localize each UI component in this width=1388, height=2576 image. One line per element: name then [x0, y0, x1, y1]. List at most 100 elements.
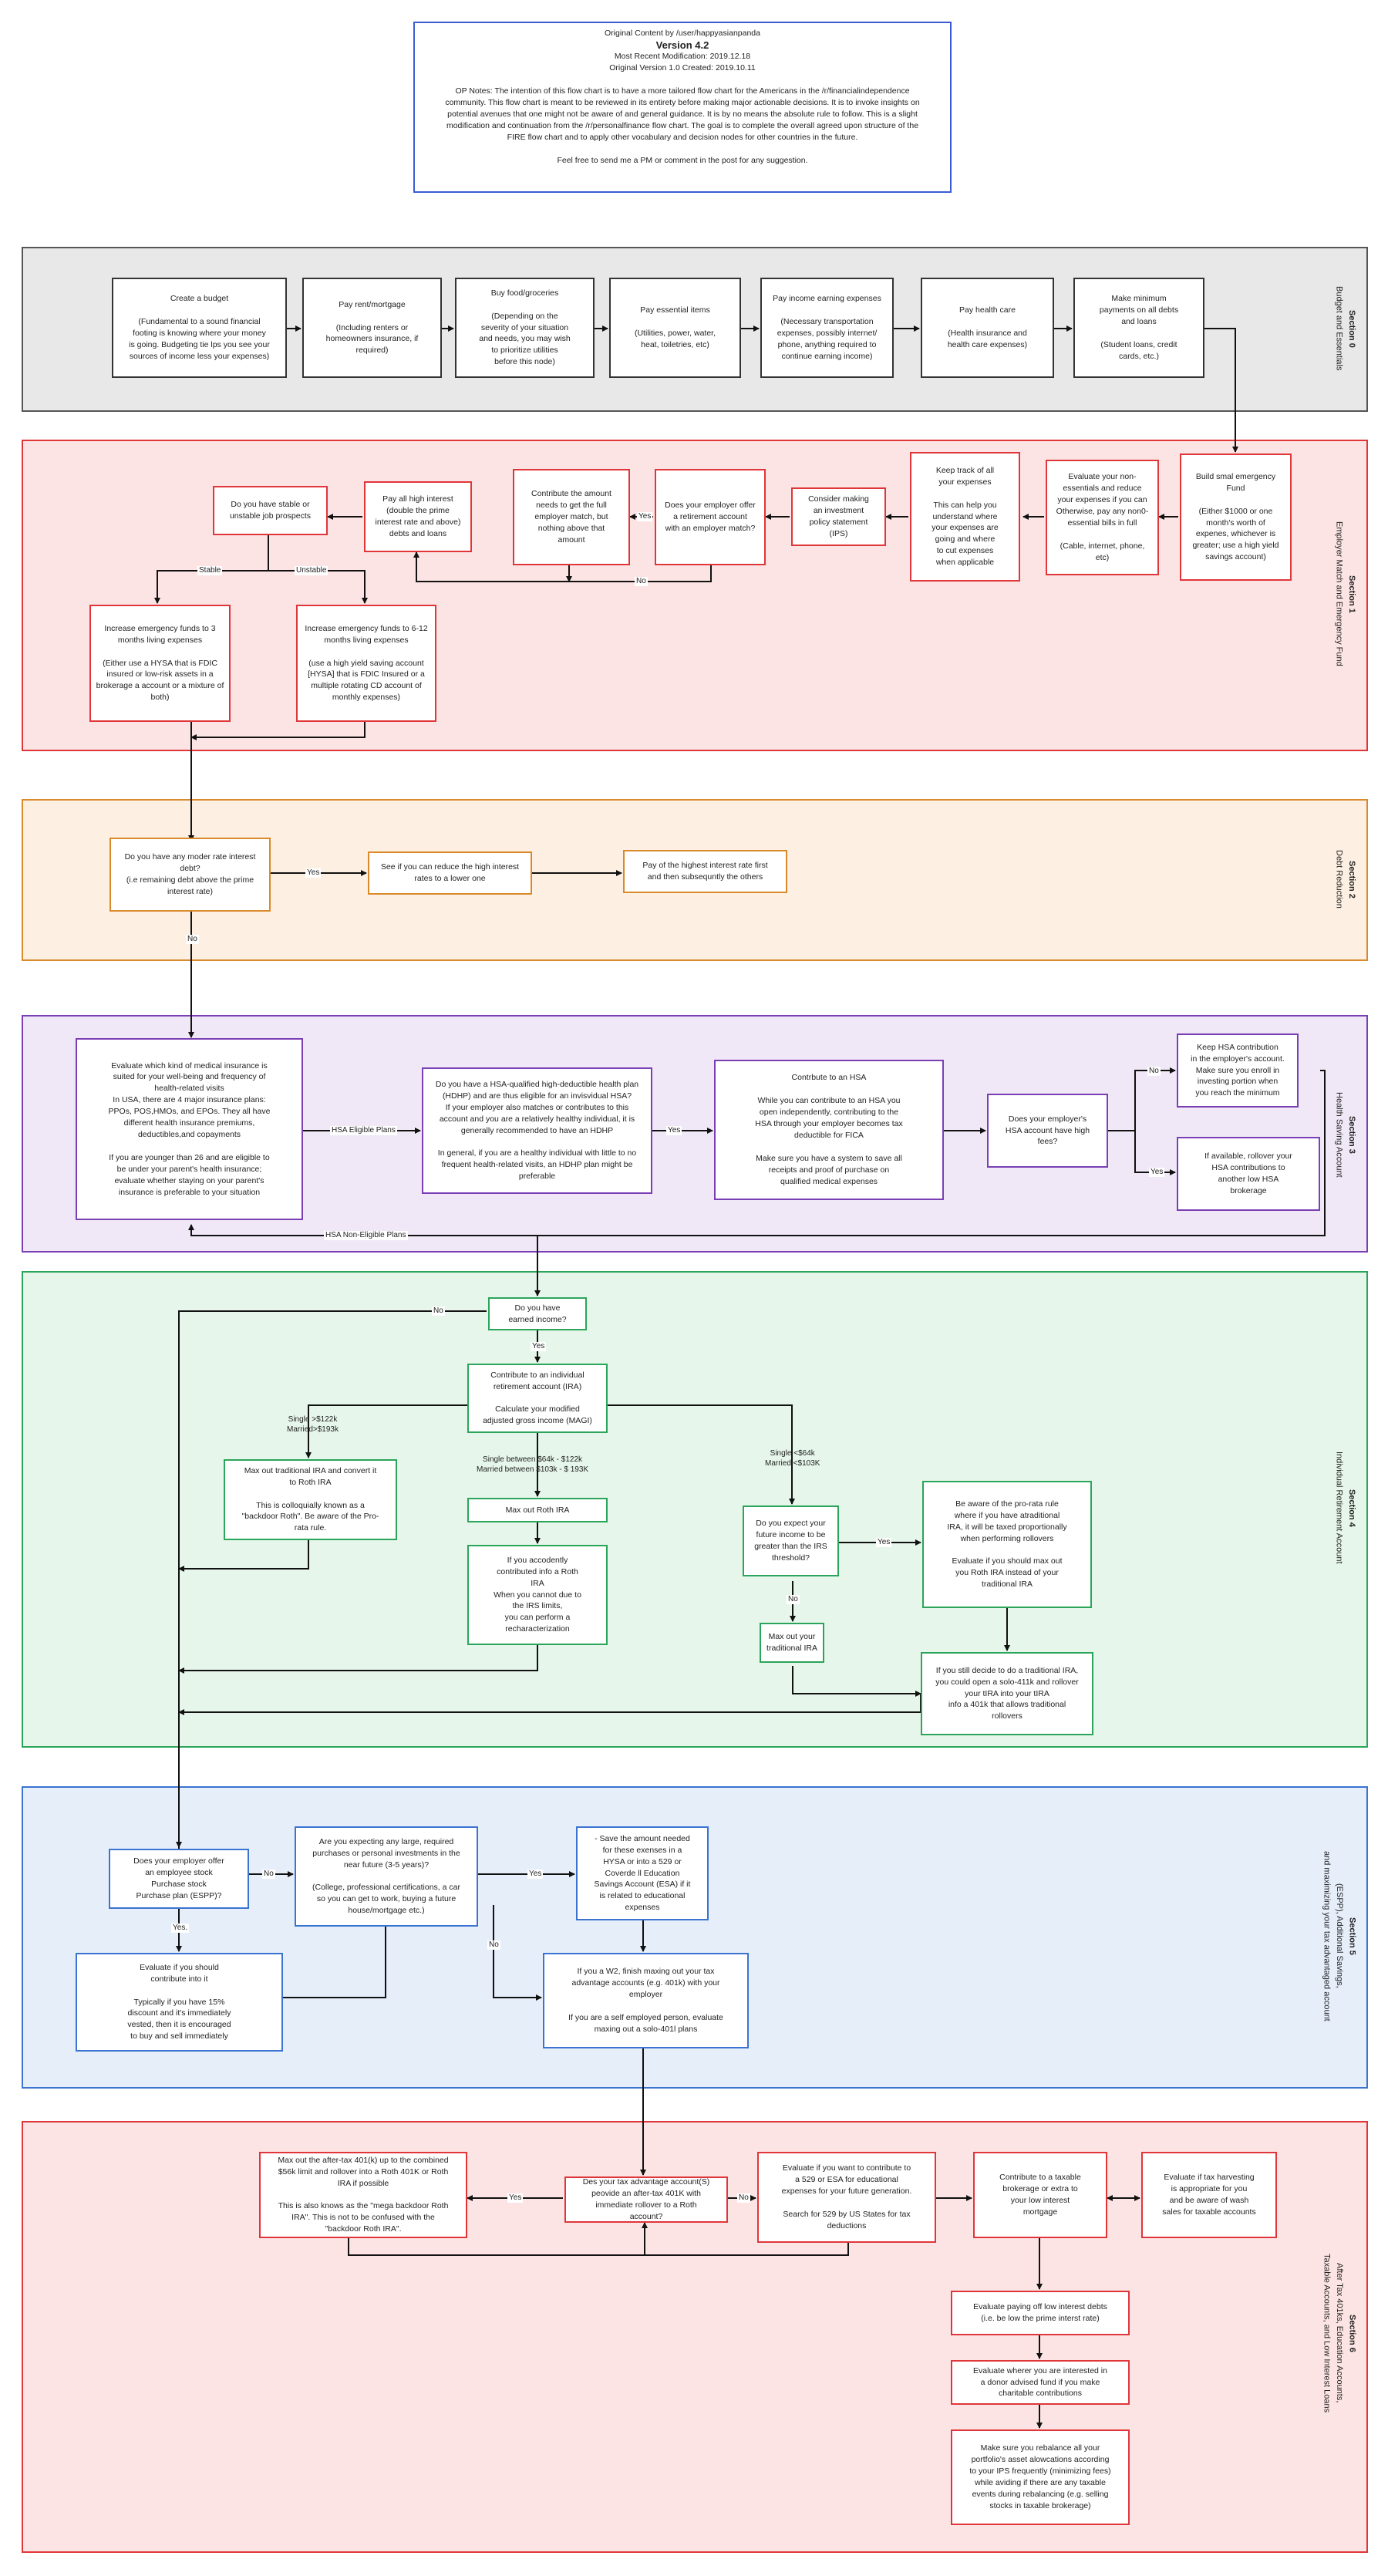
node-text-line: This is colloquially known as a: [256, 1500, 365, 1510]
node-text-line: [309, 1489, 312, 1500]
node-text-line: peovide an after-tax 401K with: [591, 2189, 701, 2199]
node-text-line: when performing rollovers: [960, 1533, 1054, 1543]
node-text-line: preferable: [518, 1172, 556, 1182]
node-text-line: [1101, 529, 1103, 541]
node-text-line: Calculate your modified: [495, 1404, 580, 1414]
node-text-line: Max out Roth IRA: [505, 1505, 570, 1515]
node-text-line: etc): [1095, 552, 1110, 562]
node-text-line: monthly expenses): [332, 693, 401, 703]
node-text-line: Keep track of all: [935, 465, 995, 475]
node-text-line: Pay all high interest: [382, 494, 453, 504]
node-text-line: This is also knows as the "mega backdoor…: [278, 2201, 449, 2211]
node-text-line: before this node): [494, 357, 555, 367]
op-notes: OP Notes: The intention of this flow cha…: [455, 86, 910, 96]
node-text-line: Otherwise, pay any non0-: [1056, 507, 1149, 517]
node-text-line: contribute into it: [150, 1974, 208, 1984]
edge-label-yes: Yes: [666, 1126, 682, 1135]
node-text-line: rollovers: [992, 1711, 1022, 1721]
node-text-line: and loans: [1121, 317, 1157, 327]
node-text-line: Make sure you rebalance all your: [980, 2443, 1100, 2453]
node-text-line: expenes, whichever is: [1195, 529, 1276, 539]
node-text-line: deductibles,and copayments: [137, 1130, 241, 1139]
node-text-line: account and you are a relatively healthy…: [439, 1114, 635, 1124]
edge-label-yes: Yes.: [171, 1924, 190, 1933]
node-text-line: Evaluate your non-: [1068, 472, 1137, 482]
node-text-line: Make minimum: [1111, 294, 1167, 304]
node-text-line: vested, then it is encouraged: [127, 2020, 231, 2030]
node-text-line: to cut expenses: [936, 546, 994, 556]
node-text-line: (Student loans, credit: [1100, 339, 1177, 349]
node-text-line: near future (3-5 years)?: [343, 1860, 430, 1870]
node-text-line: [964, 488, 966, 500]
node-text-line: needs to get the full: [536, 501, 607, 511]
node-text-line: (College, professional certifications, a…: [312, 1883, 460, 1893]
node-text-line: This can help you: [933, 500, 997, 510]
node-text-line: evaluate whether staying on your parent'…: [114, 1175, 264, 1185]
node-text-line: with an employer match?: [665, 523, 756, 533]
node-text-line: essentials and reduce: [1063, 484, 1142, 494]
node-text-line: both): [150, 693, 170, 703]
node-text-line: required): [355, 346, 389, 356]
node-text-line: greater; use a high yield: [1192, 541, 1279, 551]
node-text-line: employer match, but: [534, 512, 608, 522]
node-text-line: heat, toiletries, etc): [641, 339, 709, 349]
node-text-line: essential bills in full: [1067, 518, 1137, 528]
node-text-line: in the employer's account.: [1191, 1054, 1285, 1064]
node-text-line: multiple rotating CD account of: [311, 681, 422, 691]
node-text-line: (HDHP) and are thus eligible for an invi…: [442, 1091, 632, 1101]
edge-label-yes: Yes: [305, 868, 322, 878]
node-text-line: (Health insurance and: [948, 329, 1027, 338]
node-text-line: [159, 646, 161, 658]
node-text-line: and then subsequntly the others: [647, 872, 763, 882]
node-text-line: brokerage: [1230, 1185, 1267, 1195]
node-text-line: your expenses if you can: [1057, 495, 1147, 505]
node-text-line: [846, 2197, 848, 2209]
node-text-line: info a 401k that allows traditional: [948, 1700, 1066, 1710]
edge-label-no: No: [262, 1870, 275, 1879]
node-text-line: "backdoor Roth". Be aware of the Pro-: [241, 1512, 379, 1522]
node-text-line: (Including renters or: [335, 322, 409, 332]
node-text-line: purchases or personal investments in the: [312, 1848, 460, 1858]
node-text-line: you reach the minimum: [1195, 1088, 1280, 1098]
node-text-line: months living expenses: [117, 635, 203, 645]
node-text-line: events during rebalancing (e.g. selling: [972, 2489, 1109, 2499]
node-text-line: - Save the amount needed: [595, 1833, 690, 1843]
node-text-line: Contribute the amount: [531, 489, 611, 499]
edge-label-yes: Yes: [876, 1538, 892, 1547]
node-text-line: [1235, 494, 1237, 506]
node-text-line: month's worth of: [1206, 518, 1265, 528]
node-text-line: (IPS): [829, 528, 848, 538]
node-text-line: contributed info a Roth: [497, 1566, 578, 1576]
node-text-line: footing is knowing where your money: [133, 329, 266, 338]
node-text-line: IRA". This is not to be confused with th…: [291, 2213, 435, 2223]
node-text-line: Pay health care: [959, 305, 1016, 315]
node-text-line: interest rate): [167, 886, 213, 896]
node-text-line: adjusted gross income (MAGI): [483, 1416, 592, 1426]
node-text-line: nothing above that: [537, 523, 605, 533]
node-text-line: Do you have stable or: [231, 500, 310, 510]
node-text-line: immediate rollover to a Roth: [595, 2200, 697, 2210]
node-text-line: an employee stock: [145, 1868, 213, 1878]
node-text-line: Contribute to an individual: [490, 1370, 585, 1380]
node-text-line: [1006, 1545, 1009, 1556]
node-text-line: [198, 305, 200, 316]
node-text-line: Increase emergency funds to 3: [104, 623, 216, 633]
node-text-line: suited for your well-being and frequency…: [113, 1072, 266, 1082]
node-text-line: phone, anything required to: [777, 339, 877, 349]
flow-node-contribhsa: Contrbute to an HSA While you can contri…: [714, 1060, 944, 1200]
flow-node-solo401k: If you still decide to do a traditional …: [921, 1652, 1093, 1735]
